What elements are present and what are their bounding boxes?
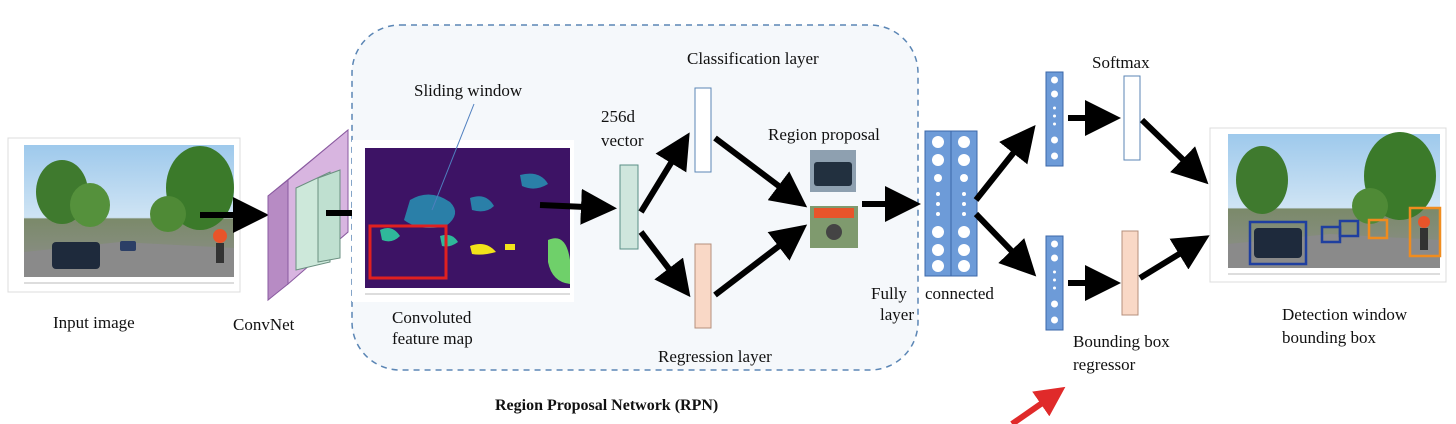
input-image-panel [7, 137, 241, 293]
classification-layer-block [694, 87, 712, 173]
softmax-block [1123, 75, 1141, 161]
arrow-regression-to-proposal [713, 224, 808, 298]
red-pointer-arrow [1010, 386, 1066, 424]
classification-layer-label: Classification layer [687, 49, 819, 68]
feature-map-panel [352, 140, 574, 302]
fully-connected-layer [924, 130, 978, 277]
feature-map-label-1: Convoluted [392, 308, 472, 327]
layer-label: layer [880, 305, 914, 324]
vector-256d [619, 164, 639, 250]
vector-label-2: vector [601, 131, 644, 150]
regression-layer-label: Regression layer [658, 347, 772, 366]
detection-image-panel [1209, 127, 1447, 283]
detection-label-1: Detection window [1282, 305, 1408, 324]
bbox-regressor-label-1: Bounding box [1073, 332, 1170, 351]
arrow-fc-to-softmax-branch [973, 124, 1036, 202]
arrow-softmax-to-detection [1139, 117, 1209, 185]
vector-label-1: 256d [601, 107, 636, 126]
detection-label-2: bounding box [1282, 328, 1376, 347]
detection-box-car-3 [1338, 219, 1360, 238]
bbox-regressor-block [1121, 230, 1139, 316]
arrow-vector-to-classification [638, 132, 690, 214]
sliding-window-box [368, 224, 448, 280]
bbox-regressor-label-2: regressor [1073, 355, 1136, 374]
detection-box-car [1248, 220, 1308, 266]
arrow-feature-to-vector [539, 188, 617, 225]
softmax-label: Softmax [1092, 53, 1150, 72]
arrow-fc-to-regressor-branch [973, 211, 1037, 277]
convnet-block [267, 128, 349, 302]
input-image-label: Input image [53, 313, 135, 332]
sliding-window-label: Sliding window [414, 81, 523, 100]
regressor-branch-column [1045, 235, 1064, 331]
feature-map-label-2: feature map [392, 329, 473, 348]
sliding-window-pointer [431, 103, 475, 211]
regression-layer-block [694, 243, 712, 329]
arrow-classification-to-proposal [713, 135, 808, 208]
arrow-regressor-to-detection [1138, 235, 1210, 281]
region-proposal-thumb-car [810, 150, 856, 192]
region-proposal-thumb-cyclist [810, 206, 858, 248]
arrow-vector-to-regression [638, 230, 691, 298]
fully-label: Fully [871, 284, 907, 303]
rpn-title: Region Proposal Network (RPN) [495, 397, 718, 414]
connected-label: connected [925, 284, 994, 303]
detection-box-cyclist [1408, 206, 1442, 258]
convnet-label: ConvNet [233, 315, 295, 334]
detection-box-person [1367, 218, 1389, 240]
softmax-branch-column [1045, 71, 1064, 167]
region-proposal-label: Region proposal [768, 125, 880, 144]
